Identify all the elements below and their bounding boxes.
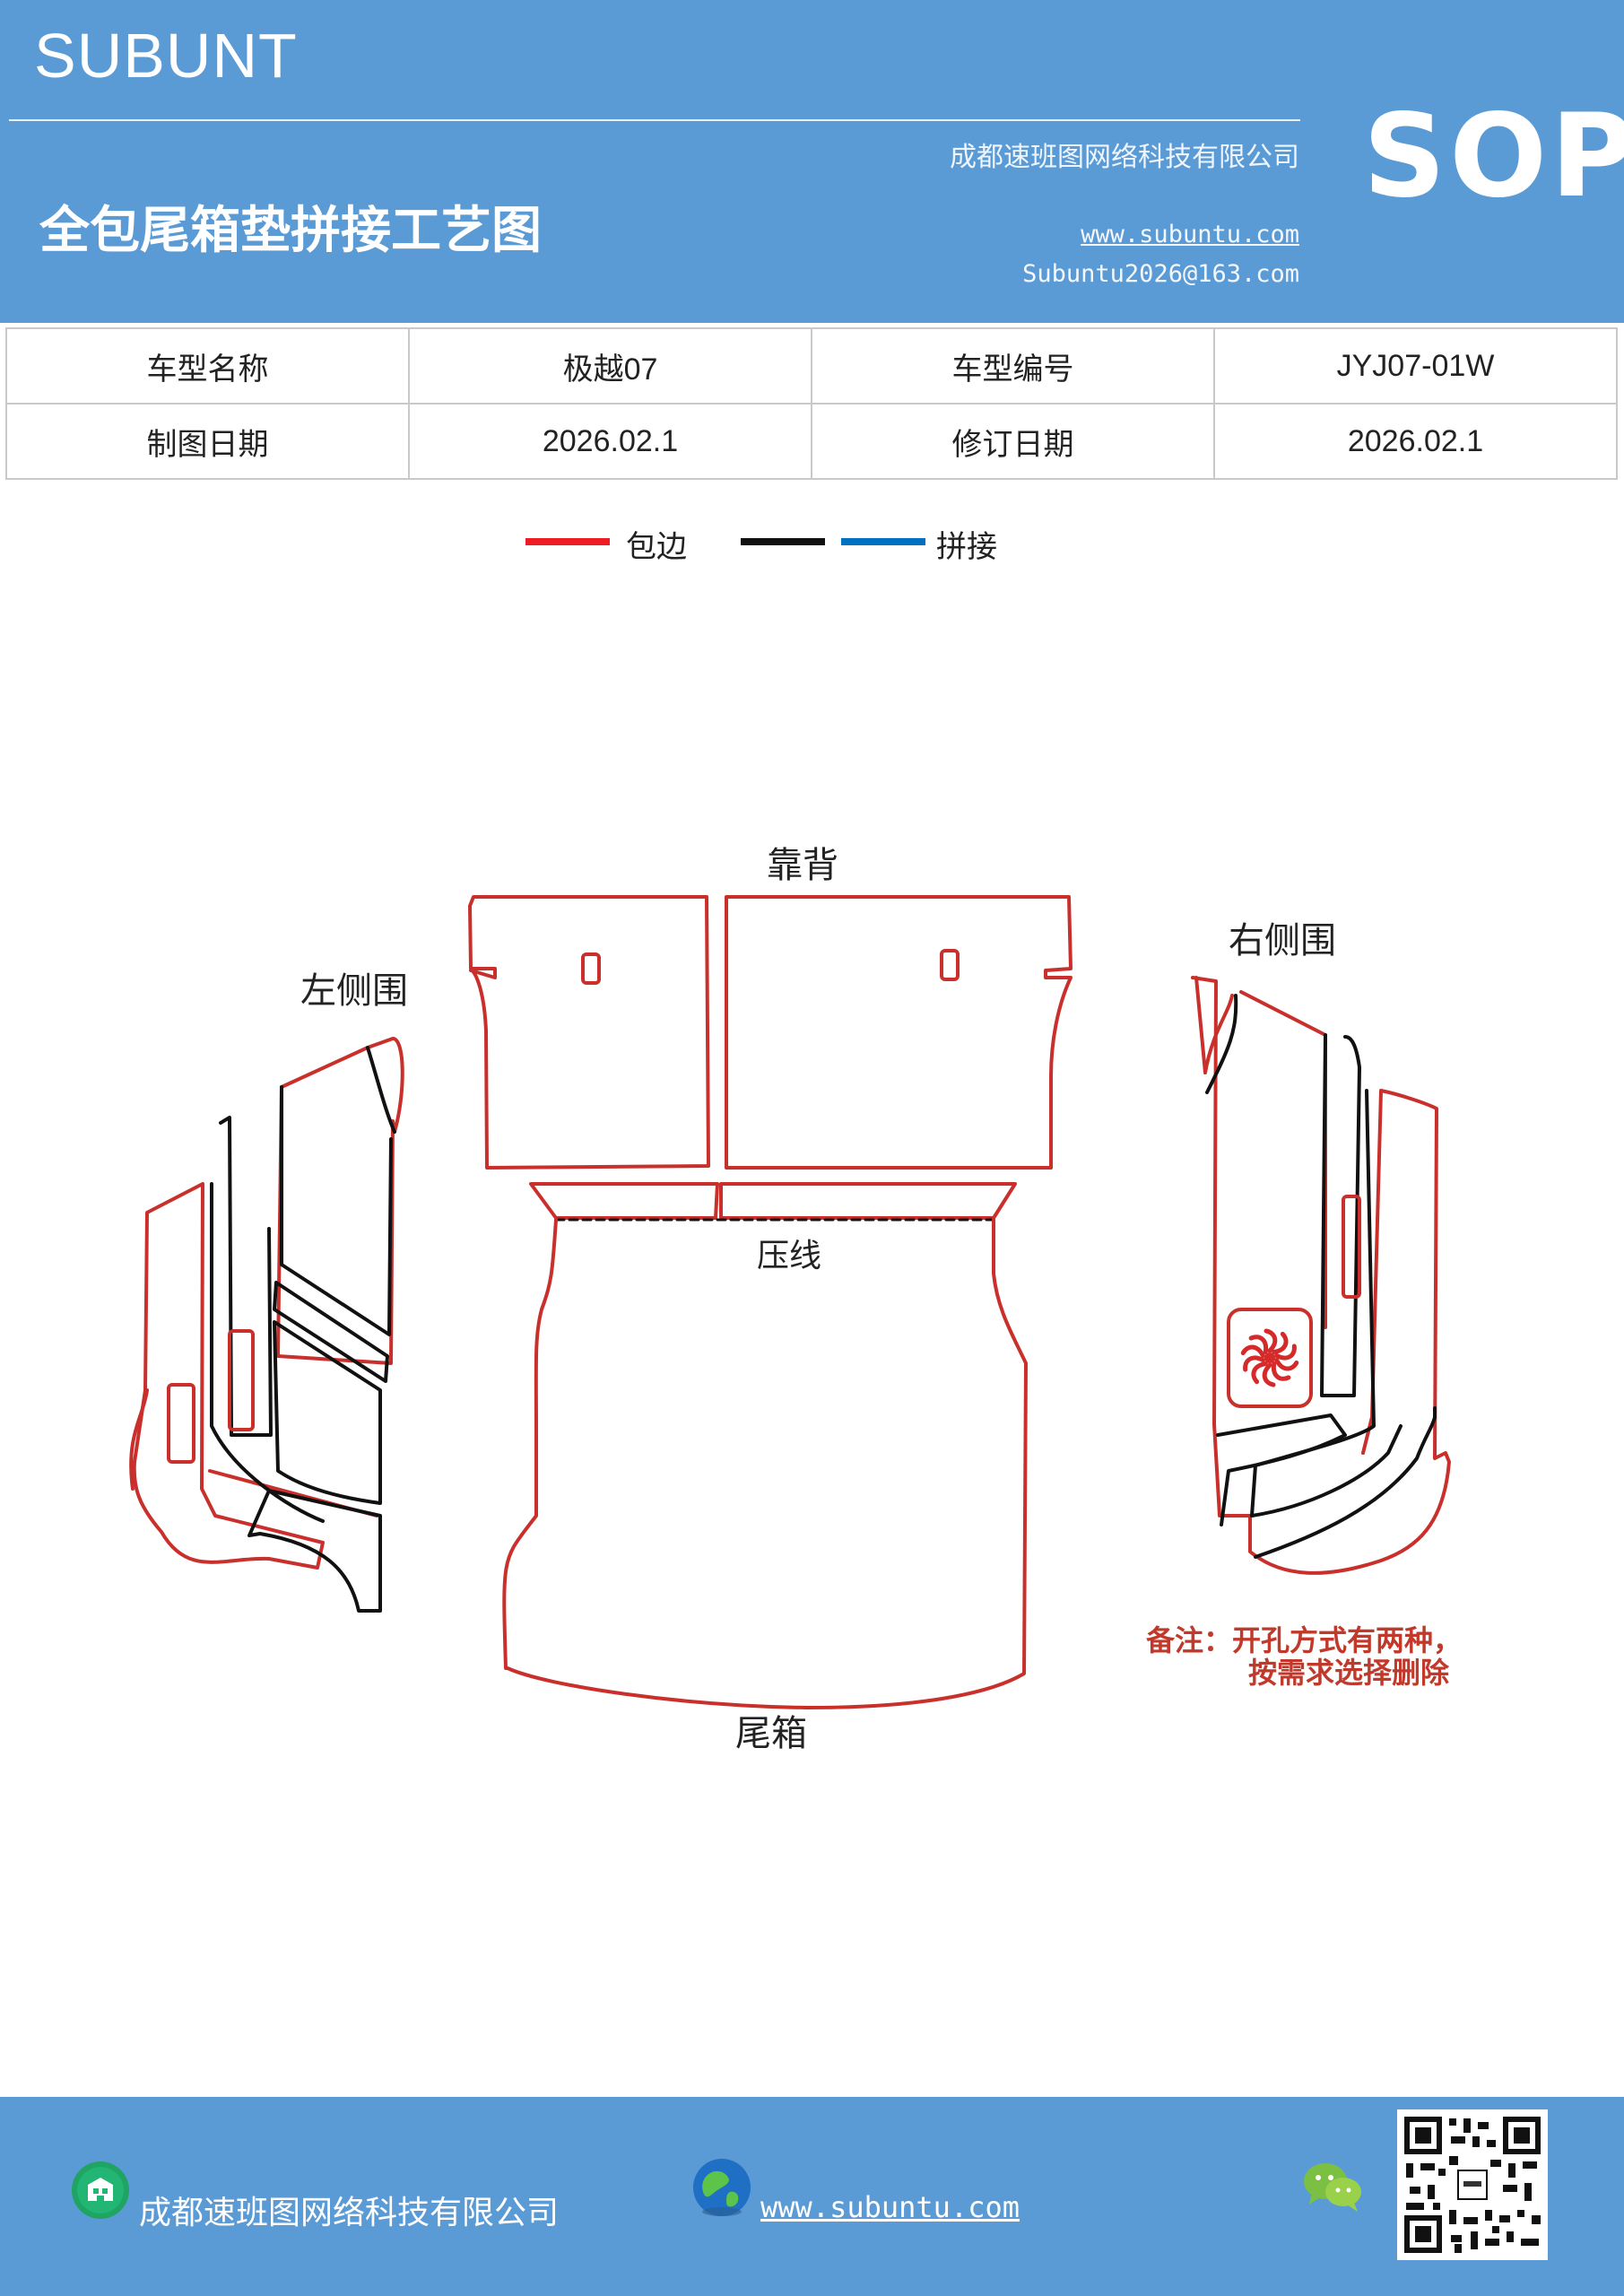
label-model-code: 车型编号	[811, 327, 1215, 404]
legend-edge-swatch	[525, 538, 610, 545]
label-backrest: 靠背	[767, 845, 838, 886]
right-side-tip	[1194, 976, 1234, 1074]
label-trunk: 尾箱	[735, 1713, 807, 1754]
backrest-right-panel	[725, 895, 1073, 1170]
header-banner: SUBUNT 成都速班图网络科技有限公司 全包尾箱垫拼接工艺图 www.subu…	[0, 0, 1624, 323]
right-vent-frame	[1227, 1308, 1313, 1408]
value-model-code: JYJ07-01W	[1213, 327, 1618, 404]
value-model-name: 极越07	[408, 327, 812, 404]
value-draw-date: 2026.02.1	[408, 403, 812, 480]
left-inner-panel-b	[273, 1281, 389, 1383]
left-inner-panel-a	[280, 1085, 393, 1336]
left-inner-panel-d	[248, 1489, 382, 1613]
left-slot-1	[167, 1383, 195, 1464]
label-right-side: 右侧围	[1229, 920, 1336, 961]
right-vent-rosette-icon	[1240, 1328, 1299, 1387]
backrest-left-panel	[468, 895, 710, 1170]
header-website-link[interactable]: www.subuntu.com	[1081, 221, 1299, 248]
right-slot	[1342, 1195, 1361, 1299]
right-upper-outline	[1239, 990, 1327, 1329]
footer-banner: 成都速班图网络科技有限公司 www.subuntu.com	[0, 2097, 1624, 2296]
label-crease: 压线	[757, 1238, 821, 1274]
page-title: 全包尾箱垫拼接工艺图	[39, 202, 542, 260]
right-inner-strip-1	[1205, 994, 1238, 1094]
label-revision-date: 修订日期	[811, 403, 1215, 480]
trunk-right-flap	[719, 1182, 1017, 1220]
header-divider	[9, 119, 1300, 121]
trunk-mat-diagram: 靠背 左侧围 右侧围 压线 尾箱 备注：开孔方式有两种， 按需求选择删除	[129, 845, 1462, 1754]
backrest-left-slot	[581, 952, 601, 985]
table-row: 车型名称 极越07 车型编号 JYJ07-01W	[5, 327, 1618, 404]
footer-website-link[interactable]: www.subuntu.com	[760, 2190, 1020, 2224]
wechat-icon[interactable]	[1302, 2160, 1365, 2213]
note-line-2: 按需求选择删除	[1248, 1656, 1450, 1690]
globe-icon	[693, 2159, 751, 2216]
right-inner-strip-2	[1320, 1033, 1361, 1397]
left-inner-strip-1	[366, 1046, 396, 1134]
header-email[interactable]: Subuntu2026@163.com	[1022, 260, 1299, 288]
left-side-outline	[132, 1182, 325, 1570]
footer-company: 成都速班图网络科技有限公司	[139, 2195, 560, 2231]
left-inner-strip-3	[219, 1116, 273, 1437]
value-revision-date: 2026.02.1	[1213, 403, 1618, 480]
backrest-right-slot	[940, 949, 960, 981]
label-draw-date: 制图日期	[5, 403, 410, 480]
company-building-icon	[72, 2161, 129, 2219]
table-row: 制图日期 2026.02.1 修订日期 2026.02.1	[5, 403, 1618, 480]
right-inner-panel-c	[1250, 1424, 1403, 1518]
vehicle-info-table: 车型名称 极越07 车型编号 JYJ07-01W 制图日期 2026.02.1 …	[5, 327, 1618, 480]
brand-logo-text: SUBUNT	[34, 21, 298, 91]
left-side-upper-outline	[276, 1037, 404, 1365]
header-company: 成都速班图网络科技有限公司	[950, 142, 1299, 173]
left-slot-2	[228, 1329, 255, 1431]
legend: 包边 拼接	[0, 520, 1624, 574]
note-line-1: 备注：开孔方式有两种，	[1146, 1623, 1462, 1657]
right-side-outline	[1191, 976, 1451, 1575]
trunk-floor-panel	[502, 1218, 1028, 1709]
legend-join-swatch	[841, 538, 925, 545]
right-inner-panel-b	[1254, 1406, 1437, 1559]
sop-badge: SOP	[1363, 90, 1624, 223]
trunk-left-flap	[529, 1182, 719, 1220]
right-inner-panel-a	[1216, 1413, 1347, 1526]
legend-edge-label: 包边	[626, 529, 687, 565]
legend-black-swatch	[741, 538, 825, 545]
left-inner-panel-c	[273, 1320, 382, 1505]
left-inner-strip-2	[210, 1182, 325, 1523]
label-model-name: 车型名称	[5, 327, 410, 404]
legend-join-label: 拼接	[936, 529, 997, 565]
qr-code-icon[interactable]	[1397, 2109, 1548, 2260]
label-left-side: 左侧围	[300, 970, 408, 1012]
